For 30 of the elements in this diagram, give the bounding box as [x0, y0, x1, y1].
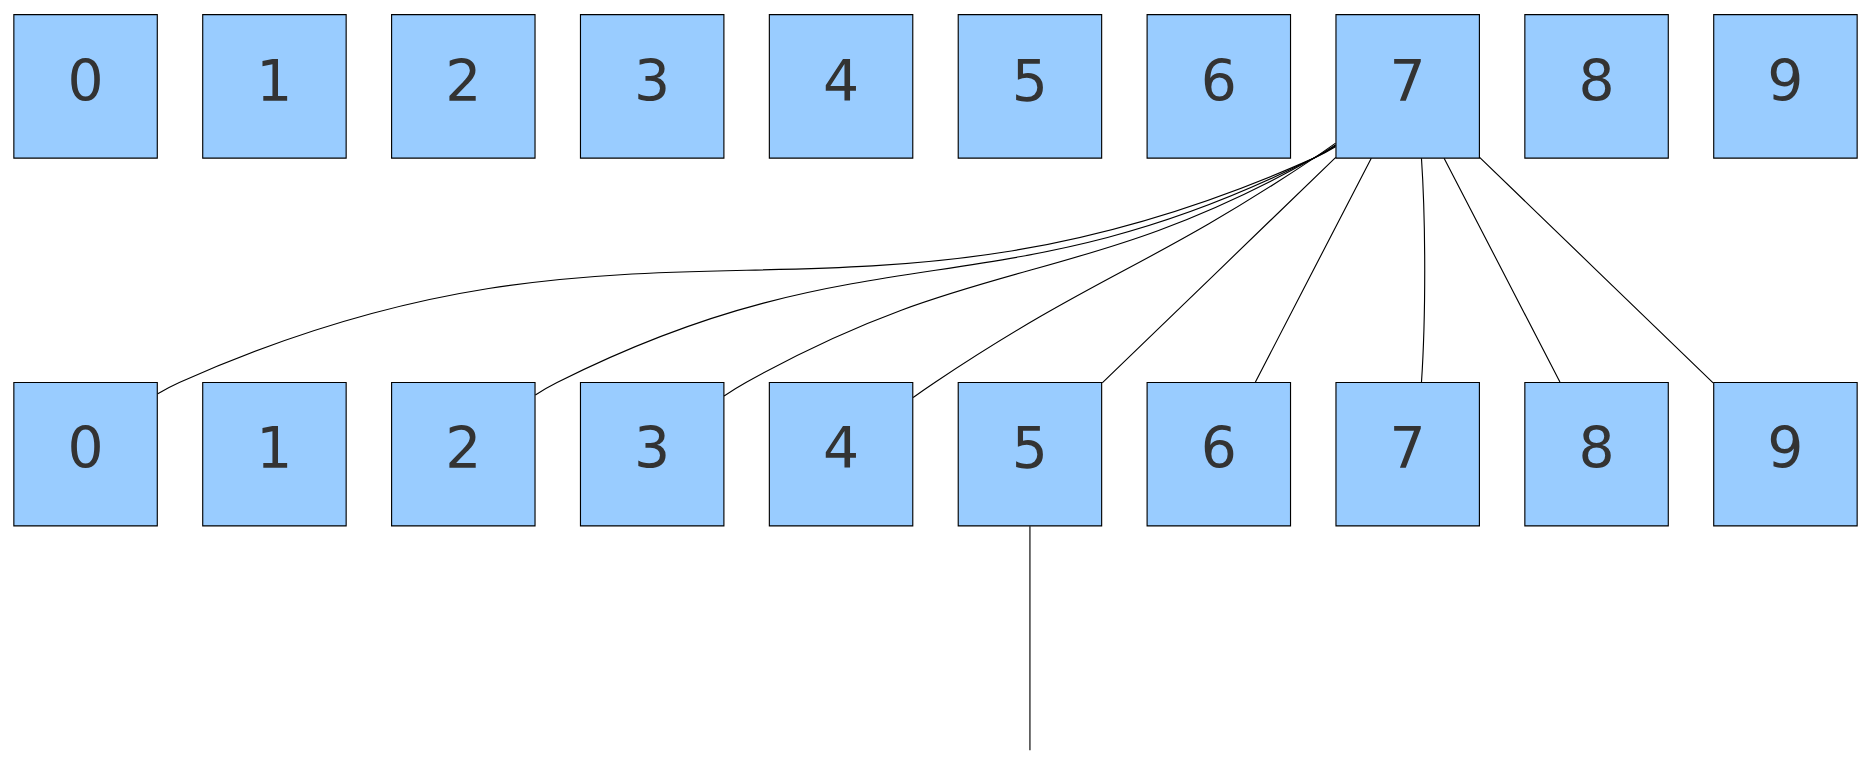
connector	[1101, 156, 1337, 383]
node-box: 7	[1335, 381, 1480, 526]
node-box: 2	[391, 381, 536, 526]
node-box: 3	[579, 13, 725, 159]
connector	[157, 145, 1336, 394]
connector	[1420, 157, 1426, 383]
node-box: 2	[391, 13, 536, 159]
connector	[1479, 156, 1714, 383]
node-box: 0	[13, 381, 158, 526]
node-box: 5	[957, 381, 1103, 526]
node-box: 6	[1146, 13, 1292, 159]
node-box: 6	[1146, 381, 1292, 526]
connector	[723, 143, 1337, 396]
node-box: 9	[1713, 381, 1858, 526]
node-box: 5	[957, 13, 1103, 159]
connector	[912, 142, 1337, 398]
node-box: 8	[1524, 381, 1669, 526]
connector	[1254, 157, 1372, 383]
connector	[1443, 157, 1561, 383]
node-box: 1	[202, 381, 347, 526]
node-box: 7	[1335, 13, 1480, 159]
node-box: 9	[1713, 13, 1858, 159]
node-box: 8	[1524, 13, 1669, 159]
node-box: 1	[202, 13, 347, 159]
node-box: 4	[768, 381, 914, 526]
node-box: 0	[13, 13, 158, 159]
connector	[1029, 525, 1031, 751]
node-box: 3	[579, 381, 725, 526]
node-box: 4	[768, 13, 914, 159]
connector	[534, 144, 1337, 395]
